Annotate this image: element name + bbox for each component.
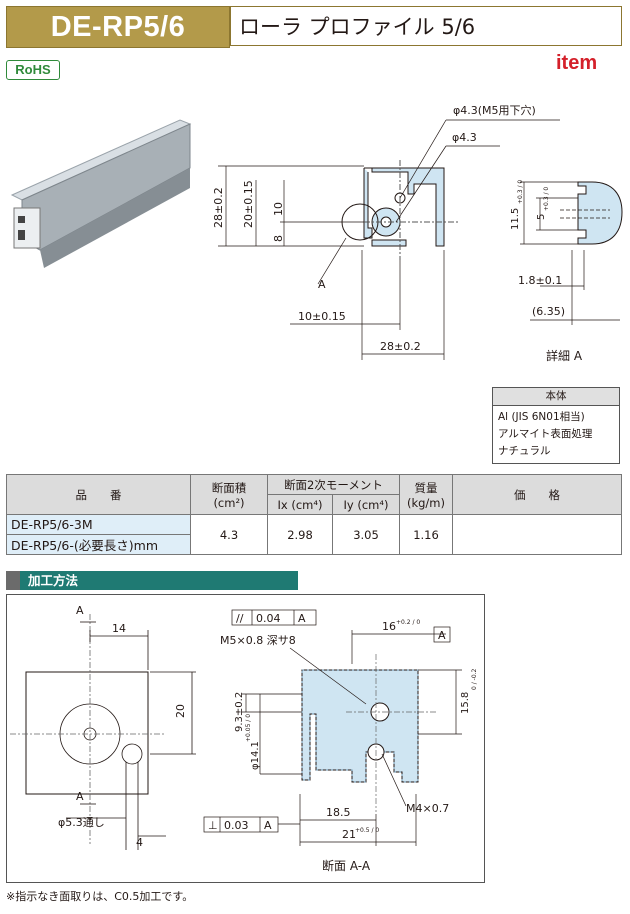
- footnote: ※指示なき面取りは、C0.5加工です。: [6, 890, 194, 903]
- thread-callout: M5×0.8 深サ8: [220, 634, 296, 647]
- hole-label: φ5.3通し: [58, 816, 105, 829]
- dim-14: 14: [112, 622, 126, 635]
- dim-14-1: φ14.1: [250, 741, 261, 770]
- detail-dim-6-35: (6.35): [532, 305, 565, 318]
- material-line: アルマイト表面処理: [498, 428, 593, 440]
- label-a-top: A: [76, 604, 84, 617]
- col-mass: 質量(kg/m): [399, 474, 453, 515]
- col-price: 価 格: [452, 474, 622, 515]
- detail-caption: 詳細 A: [546, 348, 583, 363]
- machining-drawing: A 14 20 A φ5.3通し 4: [6, 594, 485, 883]
- section-header: 加工方法: [6, 571, 298, 590]
- dim-16: 16: [382, 620, 396, 633]
- thread-m4: M4×0.7: [406, 802, 449, 815]
- value-price: [452, 514, 622, 555]
- value-area: 4.3: [190, 514, 268, 555]
- tol-14-1: +0.05 / 0: [245, 714, 252, 742]
- product-name: ローラ プロファイル 5/6: [230, 6, 622, 46]
- material-line: ナチュラル: [498, 445, 551, 457]
- dim-height-28: 28±0.2: [212, 187, 225, 228]
- col-moment: 断面2次モーメント: [267, 474, 400, 495]
- tol-16: +0.2 / 0: [396, 619, 420, 626]
- dim-height-20: 20±0.15: [242, 180, 255, 228]
- dim-18-5: 18.5: [326, 806, 351, 819]
- value-mass: 1.16: [399, 514, 453, 555]
- tol-15-8: 0 / -0.2: [471, 668, 478, 690]
- perp-value: 0.03: [224, 819, 249, 832]
- brand-logo: item: [556, 52, 598, 74]
- dim-8: 8: [272, 235, 285, 242]
- perp-symbol: ⊥: [208, 819, 218, 832]
- material-box: 本体 Al (JIS 6N01相当) アルマイト表面処理 ナチュラル: [492, 387, 620, 464]
- value-iy: 3.05: [332, 514, 400, 555]
- profile-render: [10, 119, 192, 268]
- dim-width-10: 10±0.15: [298, 310, 346, 323]
- col-area: 断面積(cm²): [190, 474, 268, 515]
- part-number: DE-RP5/6-3M: [6, 514, 191, 535]
- material-header: 本体: [493, 388, 619, 406]
- dimension-lines: [218, 119, 560, 360]
- hole2-label: φ4.3: [452, 131, 477, 144]
- datum-a: A: [438, 629, 446, 642]
- tol-21: +0.5 / 0: [355, 827, 379, 834]
- detail-tol-5: +0.3 / 0: [543, 187, 550, 211]
- parallel-datum: A: [298, 612, 306, 625]
- product-code: DE-RP5/6: [6, 6, 230, 48]
- dim-10: 10: [272, 202, 285, 216]
- value-ix: 2.98: [267, 514, 333, 555]
- dim-15-8: 15.8: [460, 692, 471, 714]
- dim-9-3: 9.3±0.2: [234, 692, 245, 732]
- perp-datum: A: [264, 819, 272, 832]
- detail-dim-11-5: 11.5: [510, 208, 521, 230]
- dim-4: 4: [136, 836, 143, 849]
- material-line: Al (JIS 6N01相当): [498, 411, 585, 423]
- rohs-badge: RoHS: [6, 60, 60, 80]
- dim-20: 20: [174, 704, 187, 718]
- parallel-symbol: //: [236, 612, 244, 625]
- parallel-value: 0.04: [256, 612, 281, 625]
- label-a: A: [318, 278, 326, 291]
- table-row: DE-RP5/6-3M 4.3 2.98 3.05 1.16: [6, 514, 622, 555]
- label-a-bottom: A: [76, 790, 84, 803]
- detail-tol-11-5: +0.3 / 0: [517, 180, 524, 204]
- col-iy: Iy (cm⁴): [332, 494, 400, 515]
- col-ix: Ix (cm⁴): [267, 494, 333, 515]
- hole1-label: φ4.3(M5用下穴): [453, 103, 536, 117]
- profile-section: [341, 160, 460, 260]
- dim-width-28: 28±0.2: [380, 340, 421, 353]
- detail-a-drawing: [520, 181, 623, 325]
- profile-drawing: φ4.3(M5用下穴) φ4.3 28±0.2 20±0.15 10 8 A 1…: [10, 103, 623, 363]
- detail-dim-5: 5: [536, 214, 547, 220]
- col-part: 品 番: [6, 474, 191, 515]
- section-caption: 断面 A-A: [322, 858, 371, 873]
- part-number: DE-RP5/6-(必要長さ)mm: [6, 534, 191, 555]
- dim-21: 21: [342, 828, 356, 841]
- table-row: DE-RP5/6-(必要長さ)mm: [6, 534, 622, 555]
- detail-dim-1-8: 1.8±0.1: [518, 274, 562, 287]
- spec-table: 品 番 断面積(cm²) 断面2次モーメント 質量(kg/m) 価 格 Ix (…: [6, 474, 622, 555]
